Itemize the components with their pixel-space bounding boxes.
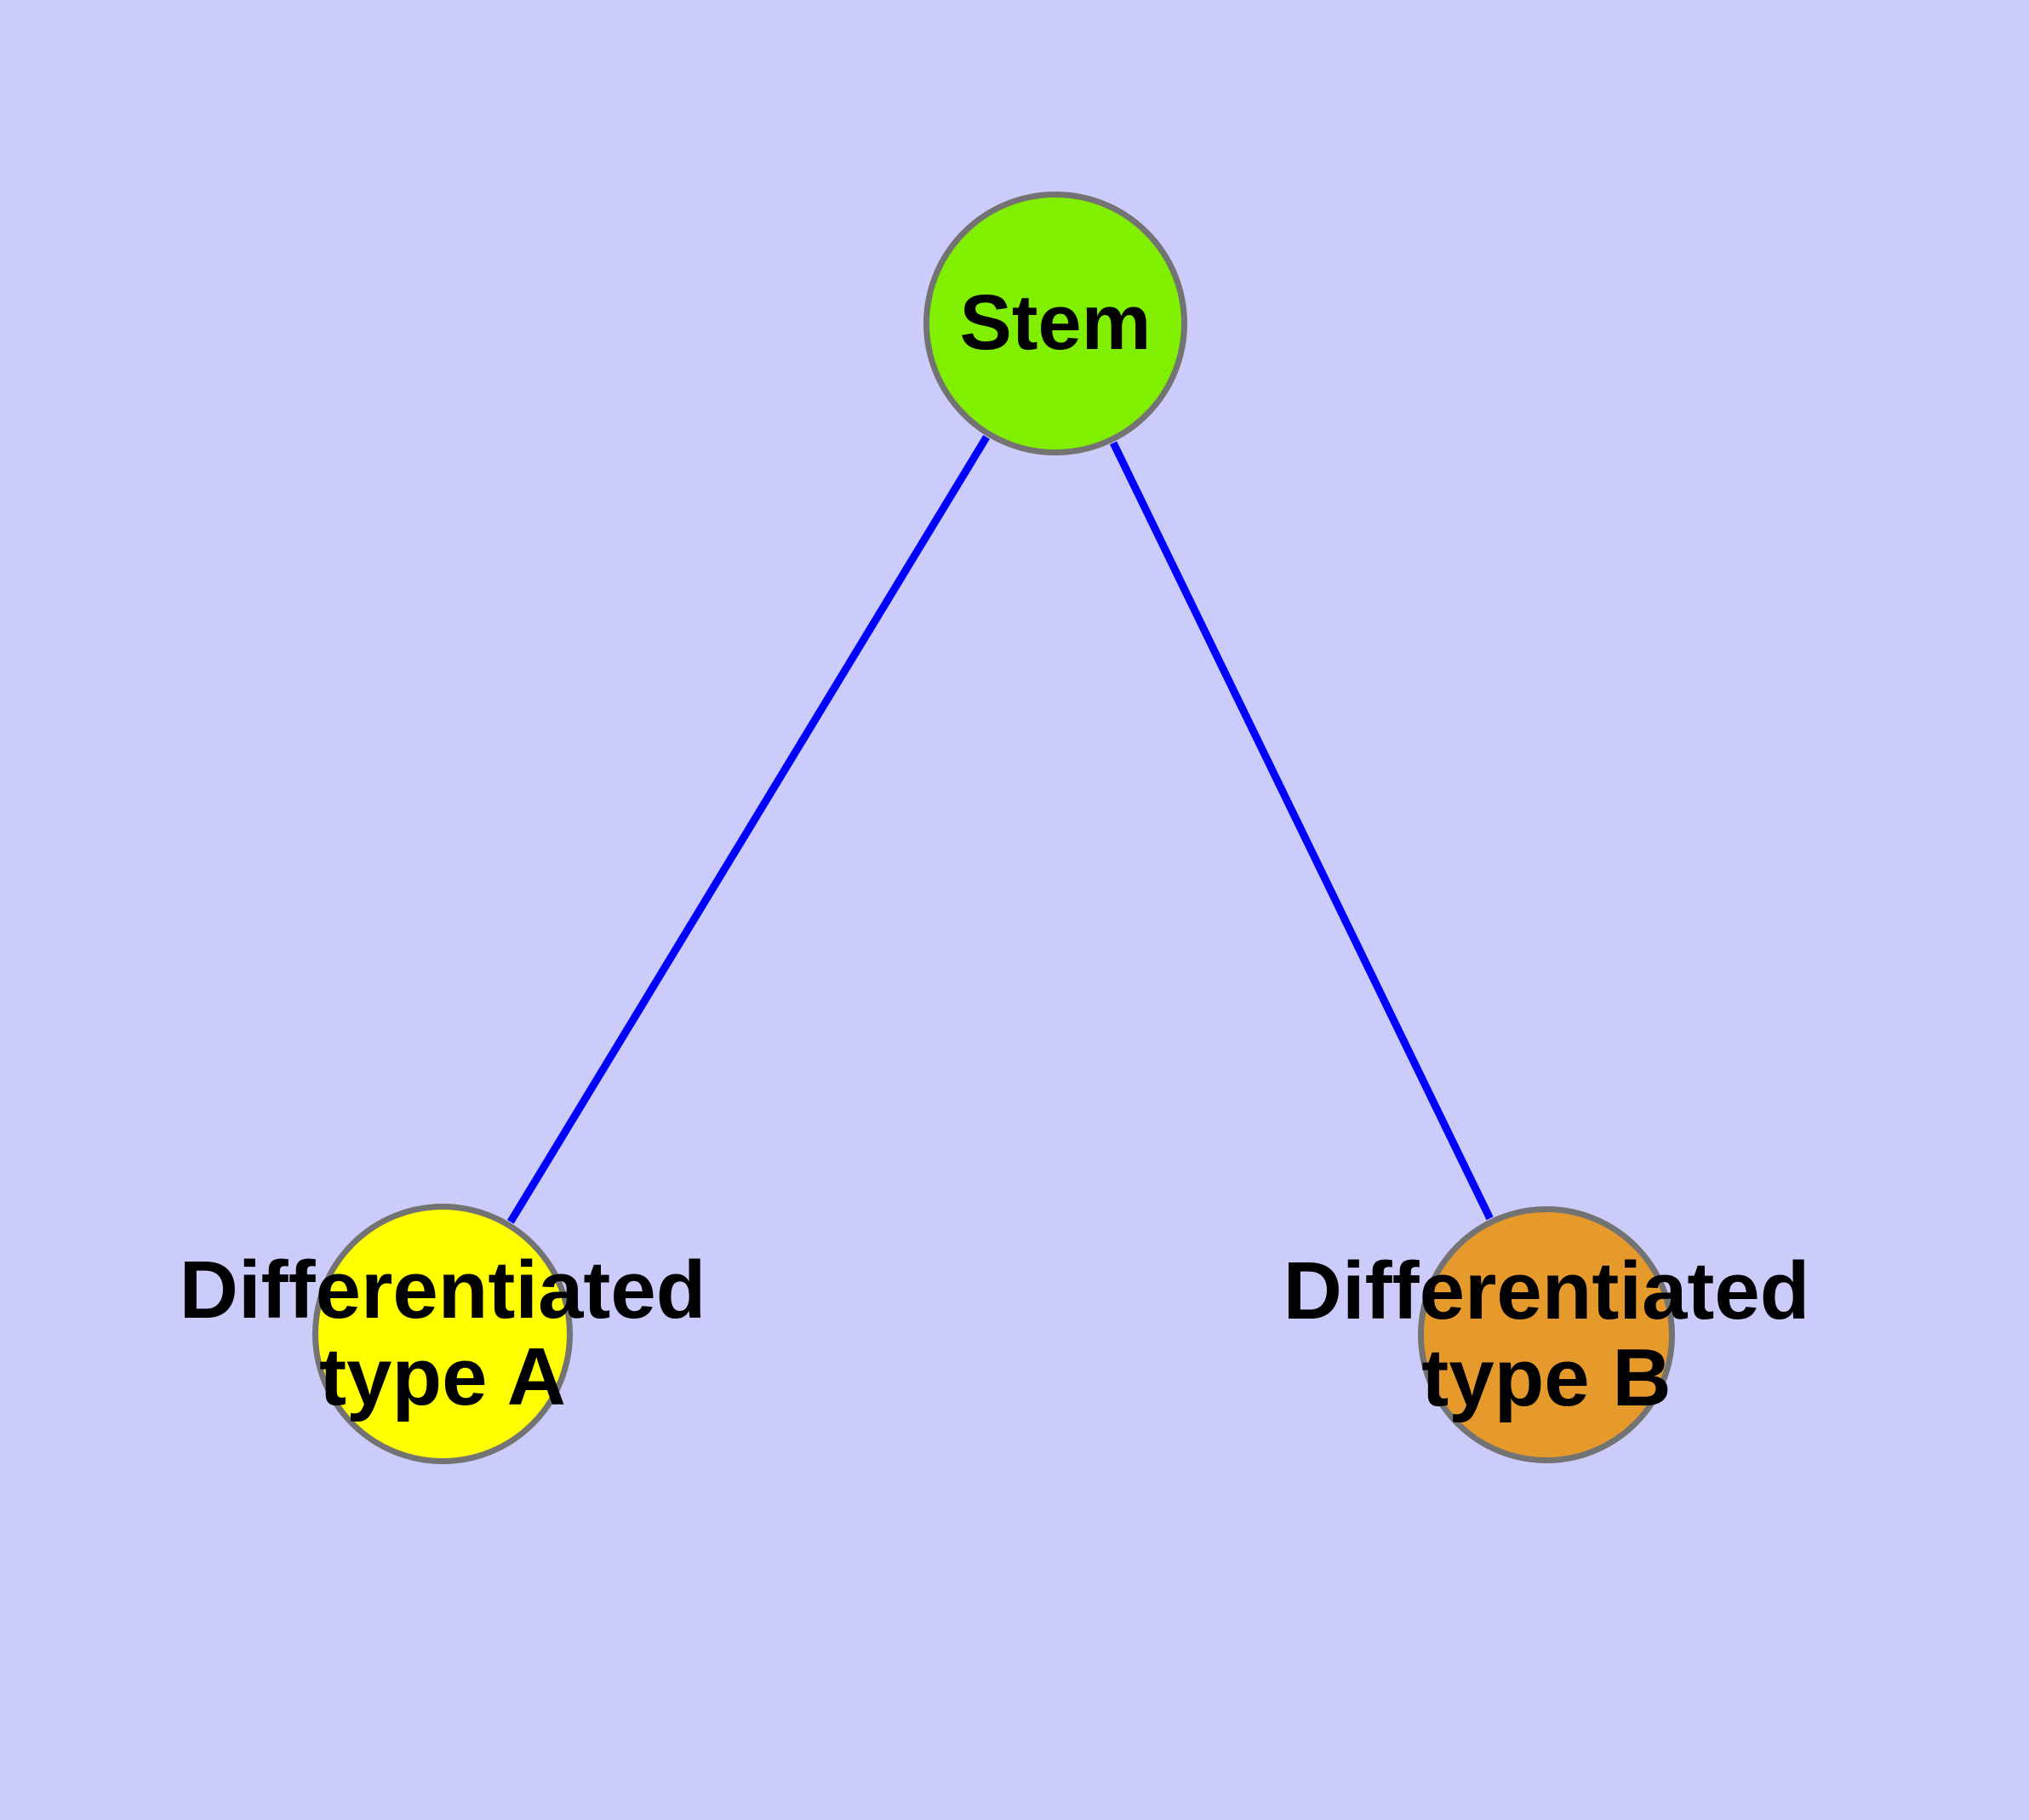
graph-edge-stem-to-diff-b[interactable] <box>1110 441 1494 1221</box>
edge-layer <box>507 435 1494 1224</box>
node-layer <box>312 192 1675 1464</box>
graph-node-stem[interactable] <box>923 192 1187 455</box>
graph-node-diff-a[interactable] <box>312 1204 573 1464</box>
graph-edge-stem-to-diff-a[interactable] <box>507 435 990 1224</box>
graph-node-diff-b[interactable] <box>1418 1206 1675 1463</box>
